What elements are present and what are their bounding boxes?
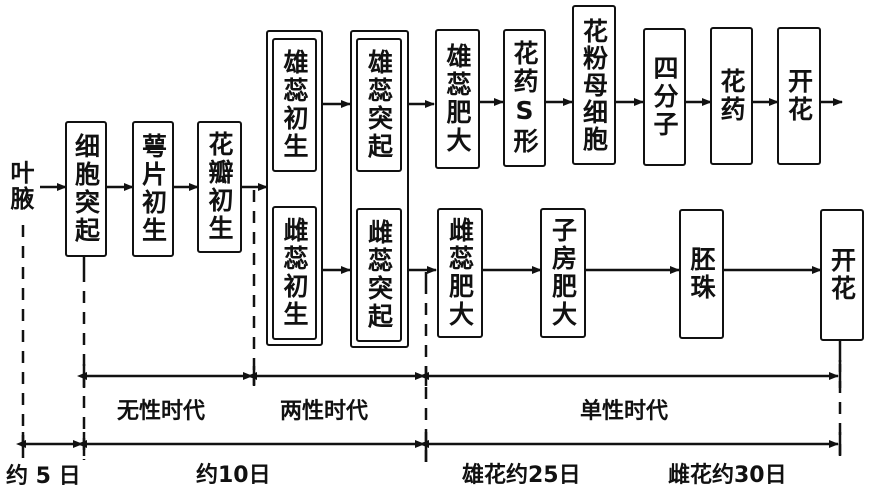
duration-female: 雌花约30日 [668,463,787,488]
stage-pistil-protrusion: 雌蕊突起 [356,208,402,342]
stage-anther: 花药 [710,27,753,165]
stage-text: 萼片初生 [138,133,168,245]
stage-pollen-mother-cell: 花粉母细胞 [572,5,616,165]
stage-text: 雄蕊初生 [280,49,309,161]
stage-text: 花药S形 [510,40,539,156]
stage-text: 雄蕊突起 [364,49,394,161]
start-label-leaf-axil: 叶腋 [6,160,34,212]
stage-text: 子房肥大 [548,217,578,329]
stage-text: 细胞突起 [71,133,101,245]
stage-text: 胚珠 [687,246,716,302]
stage-text: 花粉母细胞 [579,17,609,153]
stage-stamen-protrusion: 雄蕊突起 [356,38,402,172]
stage-male-bloom: 开花 [777,27,821,165]
stage-text: 雄蕊肥大 [443,43,472,155]
stage-text: 花瓣初生 [205,131,234,243]
period-unisexual: 单性时代 [580,399,669,424]
stage-stamen-initiation: 雄蕊初生 [272,38,317,172]
stage-petal-initiation: 花瓣初生 [197,121,242,253]
stage-text: 雌蕊肥大 [445,217,475,329]
stage-text: 开花 [827,247,857,303]
stage-anther-s-shape: 花药S形 [503,29,546,167]
duration-10-days: 约10日 [196,463,271,488]
stage-text: 雌蕊初生 [280,217,309,329]
stage-cell-protrusion: 细胞突起 [65,121,107,257]
period-bisexual: 两性时代 [280,399,369,424]
stage-sepal-initiation: 萼片初生 [132,121,174,257]
stage-female-bloom: 开花 [820,209,864,341]
stage-stamen-enlarge: 雄蕊肥大 [435,29,480,169]
stage-pistil-initiation: 雌蕊初生 [272,206,317,340]
group-initiation [266,30,323,346]
stage-ovary-enlarge: 子房肥大 [540,208,586,338]
stage-text: 花药 [717,68,746,124]
stage-tetrad: 四分子 [643,28,686,166]
stage-text: 开花 [784,68,814,124]
duration-5-days: 约 5 日 [6,464,81,489]
duration-male: 雄花约25日 [462,463,581,488]
stage-text: 四分子 [650,55,679,139]
stage-text: 雌蕊突起 [364,219,394,331]
period-asexual: 无性时代 [117,399,206,424]
stage-ovule: 胚珠 [679,209,724,339]
group-protrusion [350,30,409,348]
stage-pistil-enlarge: 雌蕊肥大 [437,208,483,338]
